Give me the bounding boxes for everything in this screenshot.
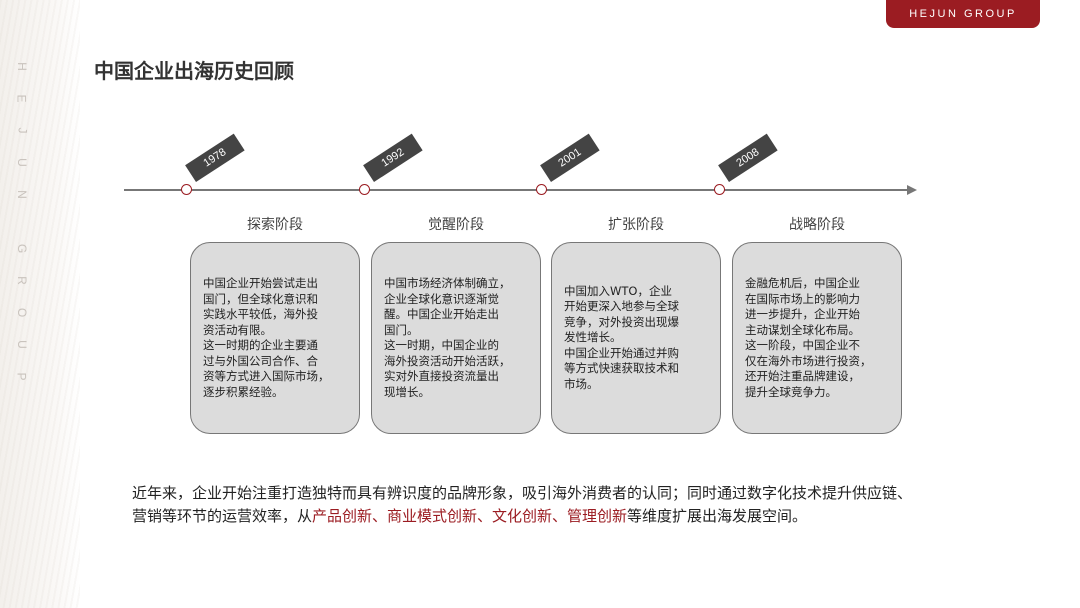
year-flag: 1992 (363, 133, 423, 182)
stage-description: 金融危机后，中国企业 在国际市场上的影响力 进一步提升，企业开始 主动谋划全球化… (745, 276, 872, 399)
vertical-letter: E (14, 94, 29, 104)
brand-badge: HEJUN GROUP (886, 0, 1040, 28)
year-flag: 2008 (718, 133, 778, 182)
year-flag: 1978 (185, 133, 245, 182)
vertical-letter: P (14, 372, 29, 382)
year-flag: 2001 (540, 133, 600, 182)
timeline-arrow-icon (907, 185, 917, 195)
stage-title: 扩张阶段 (608, 217, 664, 233)
summary-text: 等维度扩展出海发展空间。 (627, 507, 808, 525)
vertical-letter: U (14, 340, 29, 350)
stage-description: 中国企业开始尝试走出 国门，但全球化意识和 实践水平较低，海外投 资活动有限。 … (203, 276, 330, 399)
summary-text: 近年来，企业开始注重打造独特而具有辨识度的品牌形象，吸引海外消费者的认同；同时通… (132, 484, 913, 525)
vertical-letter: R (14, 276, 29, 286)
stage-card: 中国加入WTO，企业 开始更深入地参与全球 竞争，对外投资出现爆 发性增长。 中… (551, 242, 721, 434)
timeline-node (714, 184, 725, 195)
timeline-axis (124, 189, 910, 191)
page-title: 中国企业出海历史回顾 (94, 59, 294, 83)
stage-title: 战略阶段 (789, 217, 845, 233)
vertical-letter: J (15, 127, 29, 135)
vertical-letter: G (15, 243, 29, 255)
vertical-brand-text: H E J U N G R O U P (12, 60, 32, 384)
timeline-node (359, 184, 370, 195)
vertical-letter: O (15, 307, 29, 319)
stage-title: 觉醒阶段 (428, 217, 484, 233)
timeline-node (181, 184, 192, 195)
vertical-letter: H (14, 62, 29, 72)
stage-card: 中国市场经济体制确立， 企业全球化意识逐渐觉 醒。中国企业开始走出 国门。 这一… (371, 242, 541, 434)
summary-highlight: 产品创新、商业模式创新、文化创新、管理创新 (312, 507, 628, 525)
vertical-letter: U (14, 158, 29, 168)
side-texture (0, 0, 80, 608)
stage-card: 中国企业开始尝试走出 国门，但全球化意识和 实践水平较低，海外投 资活动有限。 … (190, 242, 360, 434)
stage-title: 探索阶段 (247, 217, 303, 233)
timeline-node (536, 184, 547, 195)
stage-description: 中国加入WTO，企业 开始更深入地参与全球 竞争，对外投资出现爆 发性增长。 中… (564, 283, 679, 391)
stage-card: 金融危机后，中国企业 在国际市场上的影响力 进一步提升，企业开始 主动谋划全球化… (732, 242, 902, 434)
stage-description: 中国市场经济体制确立， 企业全球化意识逐渐觉 醒。中国企业开始走出 国门。 这一… (384, 276, 511, 399)
summary-paragraph: 近年来，企业开始注重打造独特而具有辨识度的品牌形象，吸引海外消费者的认同；同时通… (132, 482, 922, 528)
vertical-letter: N (14, 190, 29, 200)
